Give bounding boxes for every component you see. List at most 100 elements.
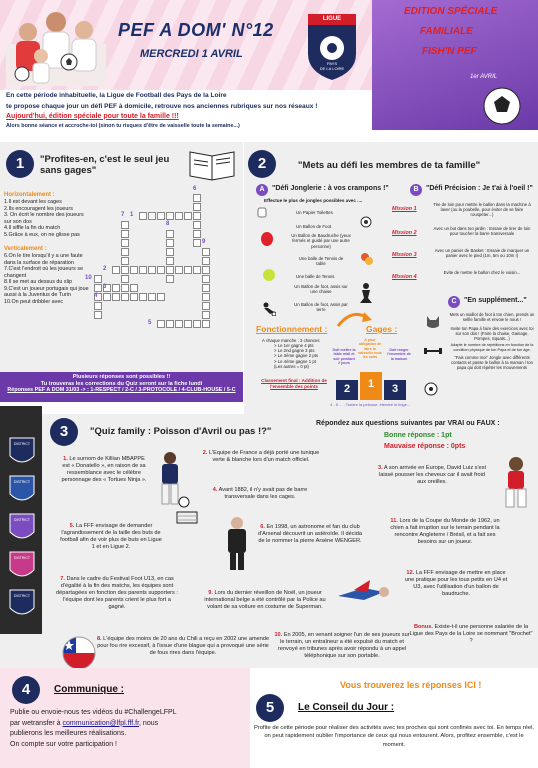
crossword-cell[interactable] [112, 266, 120, 274]
crossword-cell[interactable] [121, 221, 129, 229]
crossword-cell[interactable] [166, 248, 174, 256]
intro-line-4: Alors bonne séance et accroche-toi (sino… [6, 123, 240, 130]
crossword-cell[interactable] [202, 248, 210, 256]
rule-item: (Les autres = 0 pt) [274, 363, 309, 369]
crossword-cell[interactable] [193, 230, 201, 238]
quiz-good-answer: Bonne réponse : 1pt [384, 432, 452, 439]
crossword-cell[interactable] [175, 212, 183, 220]
crossword-cell[interactable] [202, 320, 210, 328]
crossword-cell[interactable] [94, 293, 102, 301]
crossword-cell[interactable] [121, 239, 129, 247]
crossword-cell[interactable] [157, 266, 165, 274]
crossword-cell[interactable] [193, 239, 201, 247]
crossword-cell[interactable] [202, 266, 210, 274]
crossword-cell[interactable] [193, 212, 201, 220]
quiz-question-2: 2. L'Equipe de France a déjà porté une t… [202, 450, 320, 463]
rule-item: > Le 4ème gagne 1 pt [274, 358, 316, 364]
crossword-cell[interactable] [202, 275, 210, 283]
crossword-cell[interactable] [184, 212, 192, 220]
ranking-rule: Classement final : Addition de l'ensembl… [261, 378, 327, 389]
crossword-cell[interactable] [121, 248, 129, 256]
communique-line-2: par wetransfer à communication@lfpl.fff.… [10, 719, 159, 727]
email-link[interactable]: communication@lfpl.fff.fr [62, 719, 140, 727]
crossword-cell[interactable] [166, 257, 174, 265]
crossword-cell[interactable] [184, 320, 192, 328]
crossword-cell[interactable] [166, 275, 174, 283]
district-badge: DISTRICT [8, 474, 36, 506]
crossword-cell[interactable] [166, 230, 174, 238]
section-family-challenge [244, 142, 538, 414]
crossword-cell[interactable] [121, 257, 129, 265]
crossword-cell[interactable] [139, 212, 147, 220]
crossword-cell[interactable] [139, 266, 147, 274]
challenge-a-title: "Défi Jonglerie : à vos crampons !" [272, 185, 389, 192]
crossword-cell[interactable] [130, 284, 138, 292]
crossword-cell[interactable] [94, 302, 102, 310]
crossword-cell[interactable] [121, 230, 129, 238]
district-badge: DISTRICT [8, 512, 36, 544]
crossword-cell[interactable] [121, 275, 129, 283]
crossword-cell[interactable] [121, 284, 129, 292]
supplement-list: Mets un maillot de foot à ton chien, pre… [448, 312, 536, 370]
crossword-cell[interactable] [94, 311, 102, 319]
crossword-cell[interactable] [175, 320, 183, 328]
crossword-cell[interactable] [148, 266, 156, 274]
crossword-cell[interactable] [202, 293, 210, 301]
crossword-number: 5 [148, 320, 152, 326]
precision-item: Avec un panier de Basket : Essaie de mar… [434, 248, 530, 259]
crossword-cell[interactable] [193, 203, 201, 211]
vertical-clue: 10.On peut dribbler avec [4, 298, 64, 305]
crossword-cell[interactable] [157, 212, 165, 220]
crossword-cell[interactable] [157, 293, 165, 301]
section-2-title: "Mets au défi les membres de ta famille" [298, 160, 481, 171]
podium-3: 3 [384, 380, 406, 400]
crossword-cell[interactable] [202, 311, 210, 319]
crossword-cell[interactable] [103, 293, 111, 301]
penalty-item: Doit mettre la table midi et soir pendan… [332, 348, 356, 365]
crossword-cell[interactable] [202, 302, 210, 310]
supplement-item: "Fais comme moi" Jongle avec différents … [451, 355, 533, 371]
crossword-cell[interactable] [193, 266, 201, 274]
edition-panel [372, 0, 538, 130]
precision-item: Tire de loin pour mettre le ballon dans … [433, 202, 531, 218]
crossword-cell[interactable] [130, 266, 138, 274]
crossword-cell[interactable] [139, 293, 147, 301]
crossword-cell[interactable] [148, 293, 156, 301]
crossword-cell[interactable] [166, 320, 174, 328]
answers-banner[interactable]: Vous trouverez les réponses ICI ! [340, 680, 482, 690]
crossword-cell[interactable] [202, 257, 210, 265]
crossword-cell[interactable] [193, 194, 201, 202]
rule-item: > Le 2nd gagne 3 pts [274, 348, 315, 354]
crossword-cell[interactable] [175, 266, 183, 274]
crossword-cell[interactable] [157, 320, 165, 328]
crossword-cell[interactable] [184, 266, 192, 274]
mission-label: Mission 2 [392, 230, 417, 236]
crossword-cell[interactable] [112, 293, 120, 301]
vertical-title: Verticalement : [4, 246, 47, 253]
podium: 2 1 3 [336, 372, 408, 400]
intro-line-1: En cette période inhabituelle, la Ligue … [6, 92, 227, 99]
crossword-cell[interactable] [130, 293, 138, 301]
crossword-cell[interactable] [166, 212, 174, 220]
challenge-c-title: "En supplément..." [464, 297, 527, 304]
crossword-cell[interactable] [148, 212, 156, 220]
penalty-item: A pour obligation de faire la vaisselle … [358, 338, 382, 360]
juggle-item: Un Ballon de Baudruche (yeux fermés et g… [291, 233, 351, 249]
crossword-cell[interactable] [94, 275, 102, 283]
crossword-cell[interactable] [193, 221, 201, 229]
quiz-question-3: 3. A son arrivée en Europe, David Luiz s… [377, 465, 487, 485]
crossword-cell[interactable] [121, 266, 129, 274]
crossword-cell[interactable] [166, 266, 174, 274]
rules-list: A chaque manche : 3 chances > Le 1er gag… [262, 338, 342, 369]
crossword-cell[interactable] [121, 293, 129, 301]
supplement-item: Invite ton Papa à faire des exercices av… [450, 326, 534, 342]
crossword-cell[interactable] [103, 284, 111, 292]
crossword-cell[interactable] [193, 320, 201, 328]
penalties-title: Gages : [366, 324, 398, 334]
crossword-cell[interactable] [166, 239, 174, 247]
crossword-cell[interactable] [94, 284, 102, 292]
rule-item: > Le 3ème gagne 2 pts [274, 353, 319, 359]
crossword-cell[interactable] [112, 284, 120, 292]
crossword-cell[interactable] [202, 284, 210, 292]
